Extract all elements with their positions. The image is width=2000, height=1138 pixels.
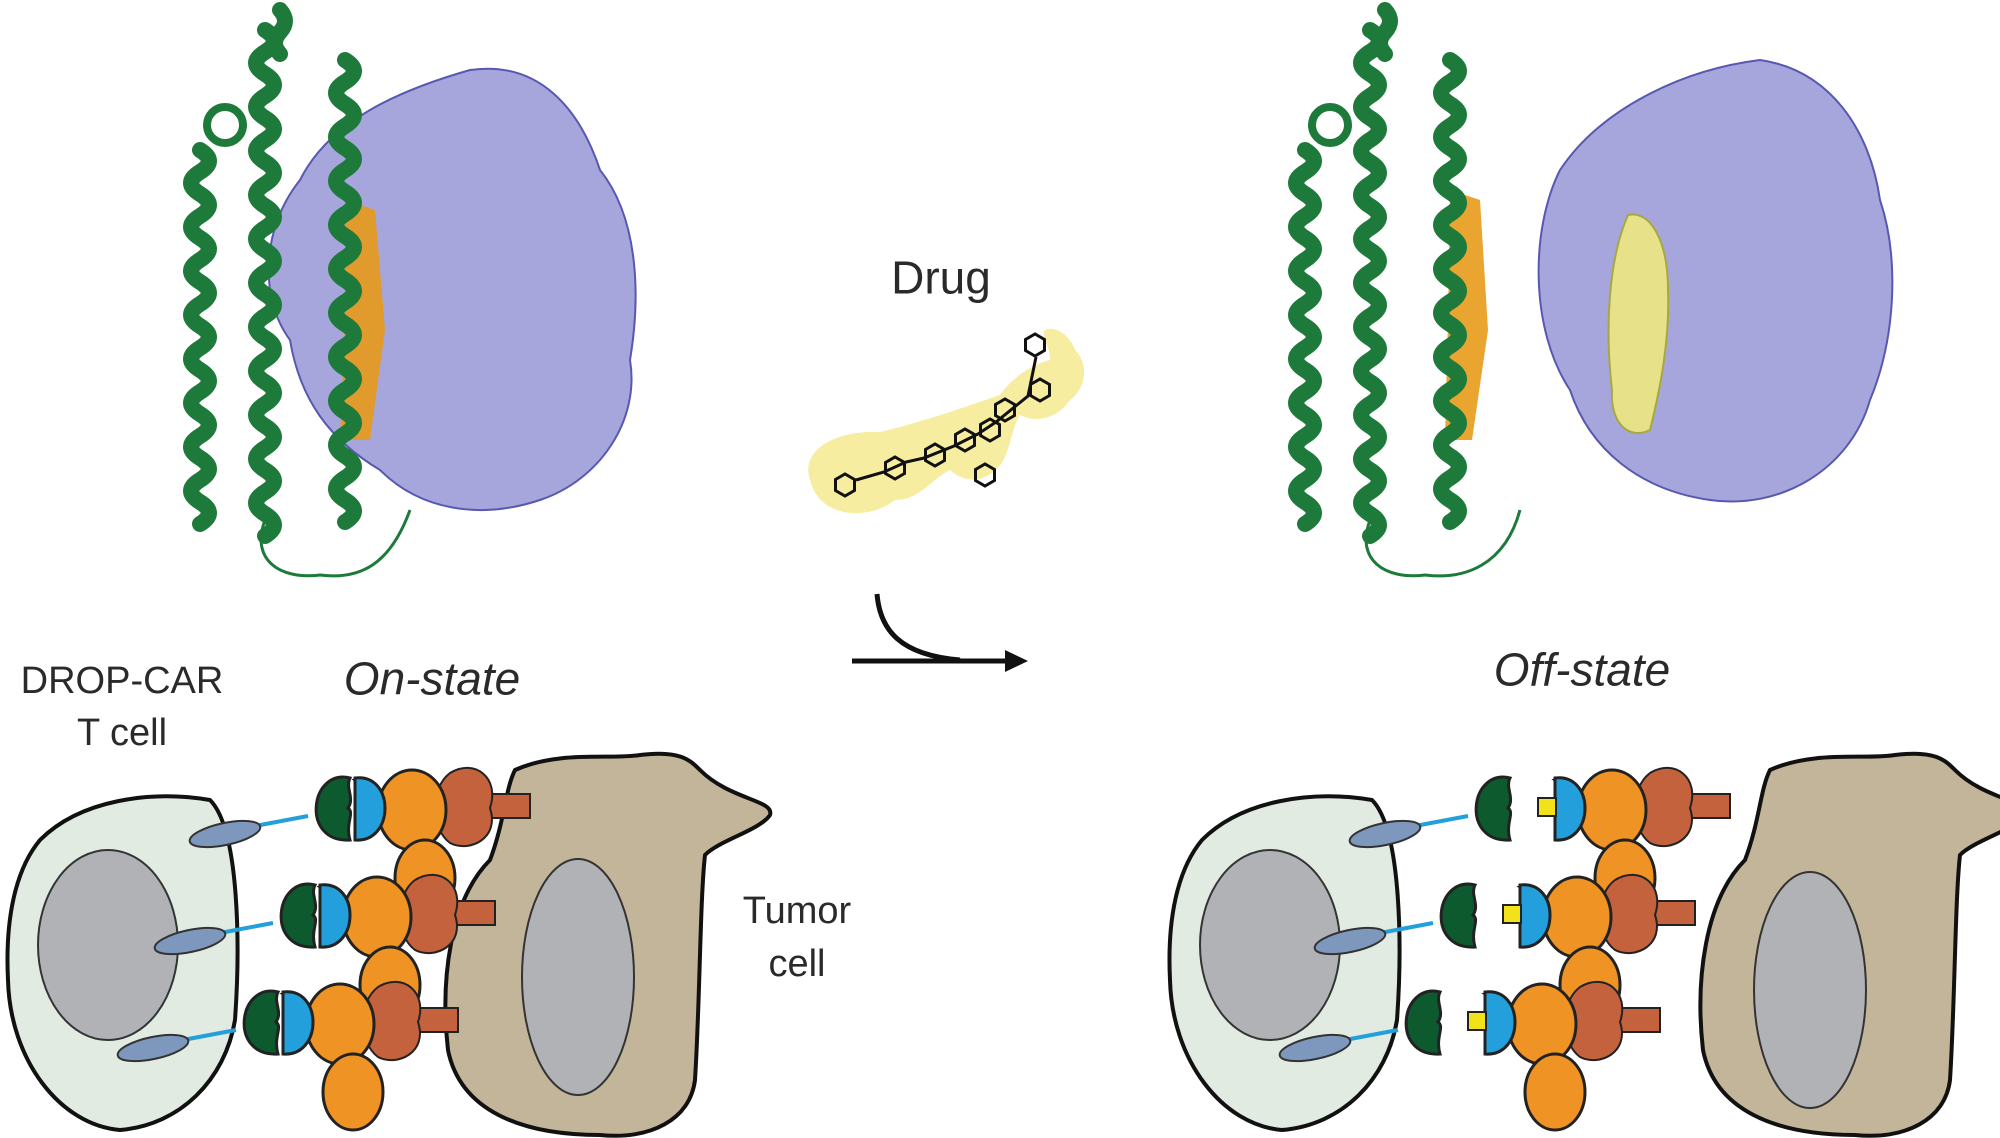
separated-car-and-antigen [1313, 874, 1696, 1025]
antigen-domain [341, 875, 413, 959]
off-state-label: Off-state [1493, 643, 1671, 696]
tumor-cell-label-line2: cell [768, 943, 826, 986]
car-t-cell-label-line2: T cell [76, 712, 168, 755]
car-domain-green [1474, 775, 1513, 842]
tumor-nucleus-right [1753, 871, 1867, 1109]
car-linker [182, 1028, 237, 1042]
antigen-domain [376, 768, 448, 852]
off-state-cells [1167, 751, 2000, 1138]
binder-domain-blue [318, 883, 352, 949]
car-domain-green [314, 775, 353, 842]
on-state-label: On-state [343, 652, 521, 705]
antigen-domain [1576, 768, 1648, 852]
car-hinge [116, 1033, 190, 1063]
arrow-curve [874, 593, 961, 663]
car-linker [219, 921, 274, 935]
antigen-domain [1523, 1052, 1587, 1132]
car-domain-green [1404, 989, 1443, 1056]
helix-coil [203, 103, 247, 147]
purple-surface-right [1537, 58, 1894, 503]
car-antigen-complexes-bound [116, 767, 531, 1132]
car-antigen-complexes-separated [1278, 767, 1731, 1132]
car-t-cell-label-line1: DROP-CAR [20, 660, 224, 703]
alpha-helix [1288, 142, 1322, 532]
antigen-domain [1506, 982, 1578, 1066]
on-state-cells [5, 751, 773, 1138]
drug-molecule [808, 328, 1085, 514]
benzene-ring [974, 462, 996, 488]
green-helices-left [183, 2, 362, 544]
car-linker [1379, 921, 1434, 935]
alpha-helix [1372, 2, 1398, 62]
bound-drug-square [1502, 904, 1522, 924]
benzene-ring [1024, 332, 1046, 358]
alpha-helix [183, 142, 217, 532]
antigen-domain [304, 982, 376, 1066]
car-domain-green [1439, 882, 1478, 949]
on-state-protein-structure [183, 2, 637, 578]
alpha-helix [1433, 52, 1467, 530]
binder-domain-blue [353, 776, 387, 842]
car-domain-green [242, 989, 281, 1056]
tumor-cell-label-line1: Tumor [742, 890, 852, 933]
molecule-bonds [855, 356, 1038, 482]
bound-drug-square [1537, 797, 1557, 817]
helix-coil [1308, 103, 1352, 147]
benzene-ring [834, 472, 856, 498]
drug-chemical-structure [834, 332, 1051, 498]
green-helices-right [1288, 2, 1467, 544]
car-hinge [1313, 926, 1387, 956]
antigen-domain [1541, 875, 1613, 959]
alpha-helix [328, 52, 362, 530]
separated-car-and-antigen [1278, 981, 1661, 1132]
alpha-helix [267, 2, 293, 62]
binder-domain-blue [1483, 990, 1517, 1056]
car-domain-green [279, 882, 318, 949]
alpha-helix [248, 22, 282, 544]
bound-drug-square [1467, 1011, 1487, 1031]
purple-surface-left [267, 67, 637, 511]
arrow-head [1005, 650, 1028, 672]
car-linker [1344, 1028, 1399, 1042]
benzene-ring [994, 397, 1016, 423]
loop-right [1364, 509, 1522, 578]
loop-left [259, 509, 412, 578]
car-linker [254, 814, 309, 828]
alpha-helix [1353, 22, 1387, 544]
binder-domain-blue [1553, 776, 1587, 842]
drug-binding-arrow [852, 593, 1028, 672]
car-hinge [153, 926, 227, 956]
drug-halo [808, 328, 1085, 514]
car-hinge [1348, 819, 1422, 849]
off-state-protein-structure [1288, 2, 1894, 578]
drug-in-pocket [1607, 213, 1670, 435]
benzene-ring [979, 417, 1001, 443]
antigen-domain [321, 1052, 385, 1132]
tumor-nucleus-left [521, 858, 635, 1096]
binder-domain-blue [1518, 883, 1552, 949]
car-hinge [1278, 1033, 1352, 1063]
drug-label: Drug [891, 251, 991, 304]
car-linker [1414, 814, 1469, 828]
car-hinge [188, 819, 262, 849]
binder-domain-blue [281, 990, 315, 1056]
car-antigen-complex [116, 981, 459, 1132]
